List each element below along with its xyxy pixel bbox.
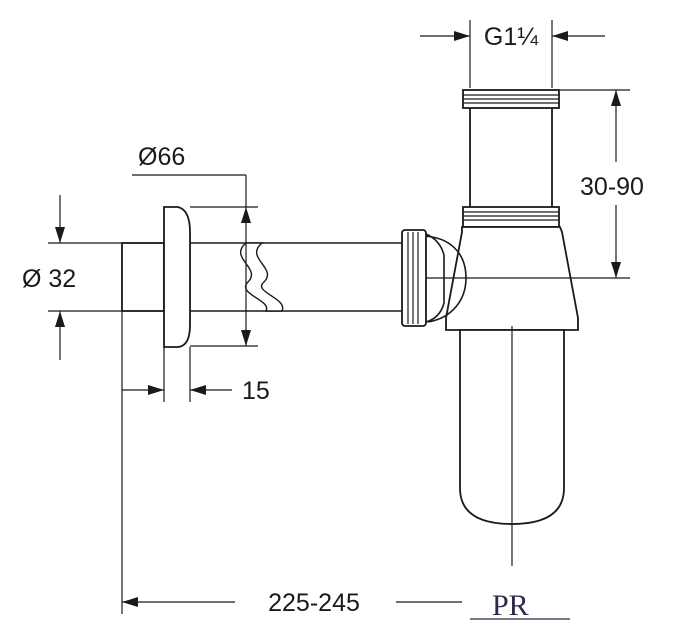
dim-length-label: 225-245 — [268, 589, 360, 617]
dim-length: 225-245 — [121, 311, 462, 617]
brand-logo: PR — [470, 589, 570, 622]
horizontal-pipe — [190, 242, 405, 312]
wall-flange — [121, 206, 191, 348]
pipe-nut — [401, 229, 445, 327]
dim-height-label: 30-90 — [580, 173, 644, 201]
logo-text: PR — [492, 589, 529, 622]
dim-thickness-label: 15 — [242, 377, 270, 405]
dim-thread: G1¼ — [420, 20, 605, 88]
dim-thickness: 15 — [122, 347, 270, 405]
vertical-tube — [462, 89, 560, 228]
dim-flange-label: Ø66 — [138, 143, 185, 171]
dim-pipe-label: Ø 32 — [22, 265, 76, 293]
dim-thread-label: G1¼ — [484, 23, 539, 51]
dim-pipe: Ø 32 — [22, 195, 122, 360]
dim-flange: Ø66 — [132, 143, 258, 347]
dim-height: 30-90 — [426, 89, 644, 279]
